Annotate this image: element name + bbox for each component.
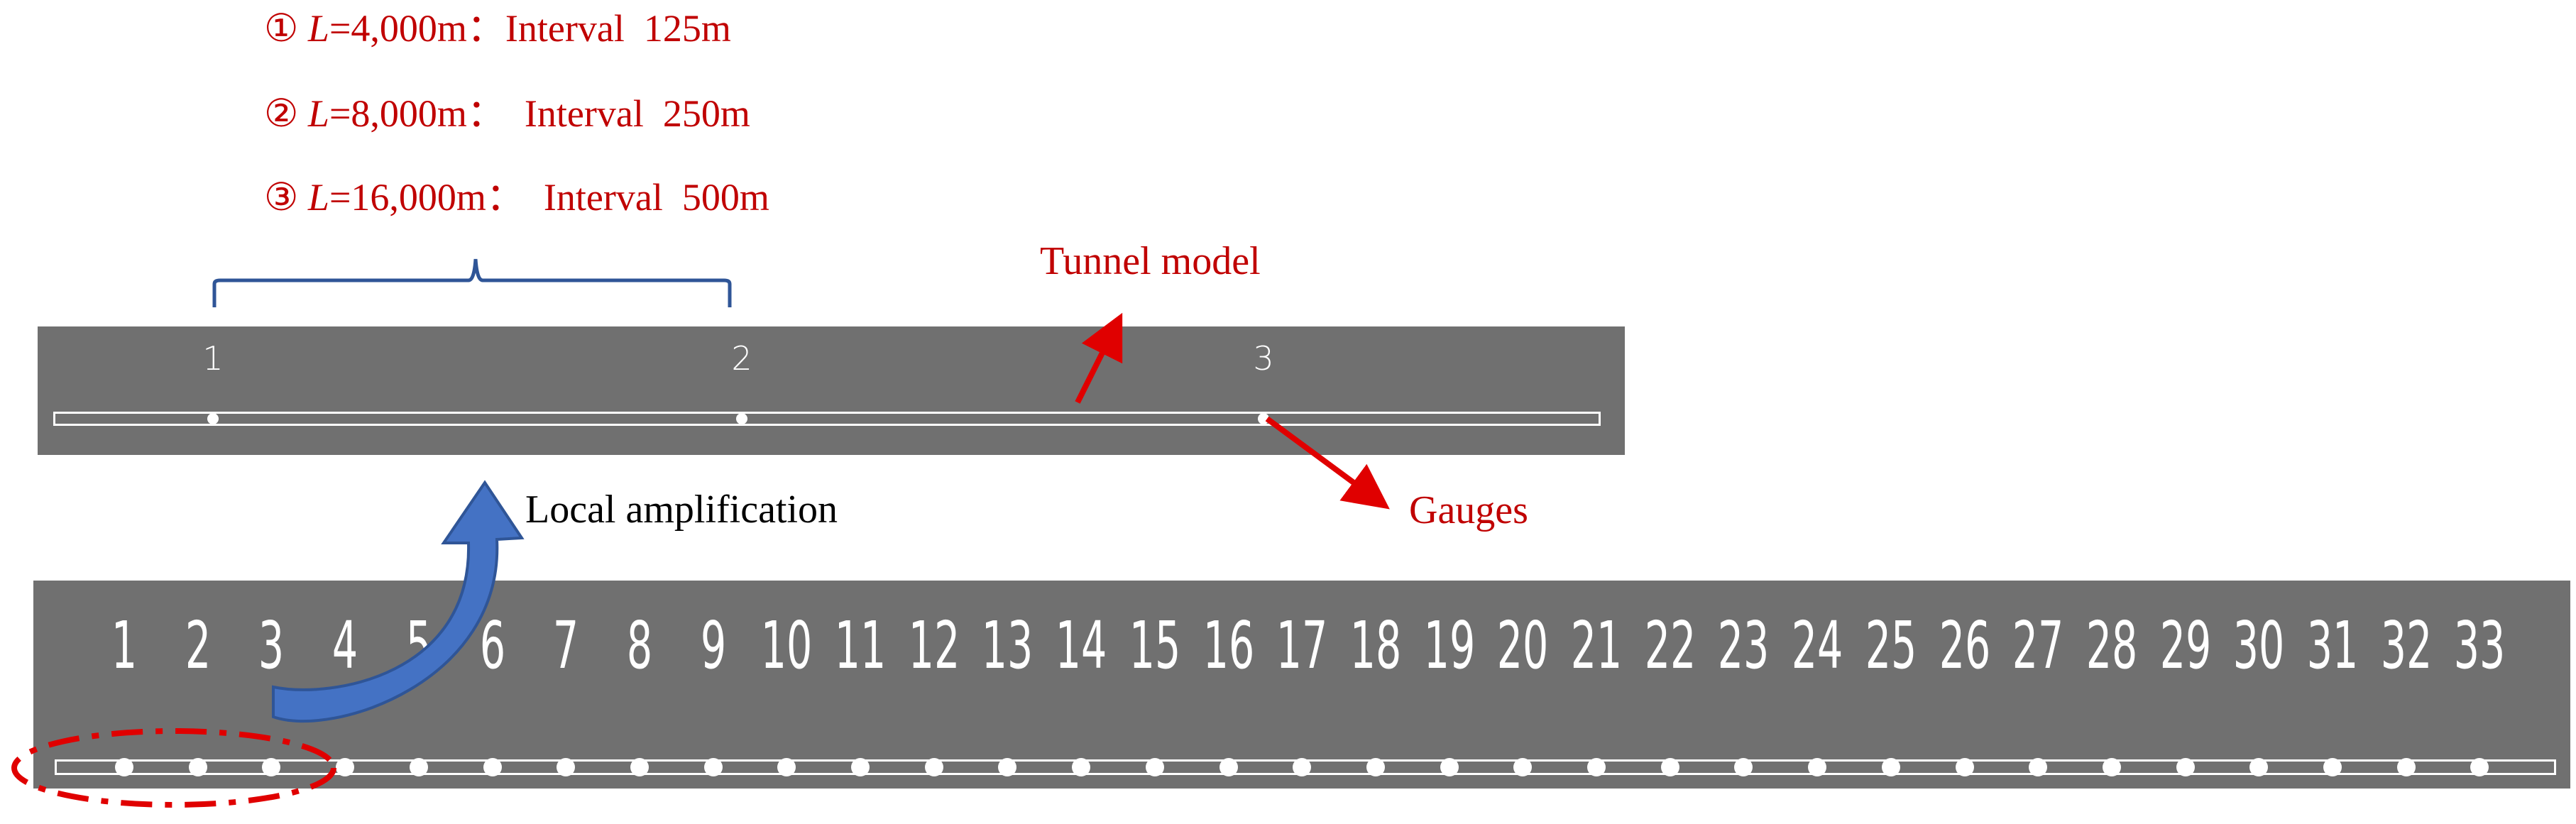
bottom-gauge-number: 8 (626, 608, 653, 683)
bottom-gauge-number: 13 (982, 608, 1034, 683)
bottom-gauge-number: 1 (111, 608, 138, 683)
bottom-gauge-number: 10 (761, 608, 813, 683)
bottom-gauge-number: 11 (834, 608, 887, 683)
top-gauge-dot (1258, 413, 1269, 424)
bottom-gauge-number: 19 (1423, 608, 1475, 683)
bottom-gauge-dot (1366, 758, 1385, 776)
bottom-gauge-dot (188, 758, 207, 776)
bottom-gauge-number: 22 (1644, 608, 1696, 683)
bottom-gauge-number: 20 (1497, 608, 1549, 683)
gauges-label: Gauges (1409, 488, 1528, 532)
legend-line-3: ③ L=16,000m： Interval 500m (264, 175, 769, 220)
legend-var-3: L (307, 176, 329, 219)
bottom-gauge-dot (2029, 758, 2048, 776)
bottom-gauge-dot (1587, 758, 1606, 776)
bottom-gauge-number: 25 (1865, 608, 1917, 683)
top-gauge-number: 3 (1253, 339, 1274, 378)
bottom-gauge-number: 18 (1349, 608, 1402, 683)
tunnel-model-panel: 1 2 3 (38, 326, 1625, 455)
bottom-gauge-dot (409, 758, 428, 776)
bottom-gauge-dot (2396, 758, 2416, 776)
bottom-gauge-number: 2 (185, 608, 211, 683)
legend-marker-3: ③ (264, 176, 299, 219)
bottom-gauge-dot (630, 758, 649, 776)
bottom-gauge-dot (1219, 758, 1238, 776)
bottom-gauge-dot (703, 758, 723, 776)
top-gauge-number: 2 (731, 339, 752, 378)
legend-text-2: =8,000m： Interval 250m (329, 92, 750, 135)
bottom-gauge-dot (1808, 758, 1827, 776)
bottom-gauge-number: 12 (908, 608, 960, 683)
interval-brace (212, 258, 732, 307)
bottom-gauge-dot (1955, 758, 1974, 776)
local-amplification-label: Local amplification (525, 488, 838, 532)
bottom-gauge-dot (1440, 758, 1459, 776)
bottom-gauge-number: 31 (2306, 608, 2359, 683)
bottom-gauge-dot (1660, 758, 1679, 776)
bottom-gauge-number: 17 (1276, 608, 1328, 683)
bottom-gauge-dot (1072, 758, 1091, 776)
bottom-gauge-dot (851, 758, 870, 776)
bottom-gauge-number: 5 (405, 608, 432, 683)
legend-marker-2: ② (264, 92, 299, 135)
bottom-gauge-number: 7 (553, 608, 579, 683)
bottom-gauge-dot (1881, 758, 1900, 776)
top-gauge-number: 1 (202, 339, 224, 378)
bottom-gauge-number: 27 (2012, 608, 2064, 683)
bottom-gauge-dot (336, 758, 355, 776)
tunnel-line (53, 412, 1601, 426)
bottom-gauge-number: 4 (331, 608, 358, 683)
bottom-gauge-number: 16 (1202, 608, 1254, 683)
legend-text-3: =16,000m： Interval 500m (329, 176, 769, 219)
bottom-gauge-dot (1513, 758, 1533, 776)
top-gauge-dot (736, 413, 747, 424)
bottom-gauge-number: 6 (479, 608, 505, 683)
bottom-gauge-number: 28 (2086, 608, 2138, 683)
legend-var-2: L (307, 92, 329, 135)
bottom-gauge-dot (1293, 758, 1312, 776)
bottom-gauge-dot (557, 758, 576, 776)
bottom-gauge-dot (1145, 758, 1164, 776)
tunnel-model-label: Tunnel model (1040, 239, 1261, 283)
bottom-gauge-dot (2176, 758, 2195, 776)
bottom-gauge-dot (483, 758, 502, 776)
bottom-gauge-number: 21 (1570, 608, 1623, 683)
bottom-gauge-number: 26 (1939, 608, 1990, 683)
bottom-gauge-number: 15 (1129, 608, 1181, 683)
bottom-gauge-dot (2249, 758, 2269, 776)
legend-line-2: ② L=8,000m： Interval 250m (264, 91, 750, 136)
bottom-gauge-dot (2102, 758, 2121, 776)
bottom-gauge-number: 29 (2159, 608, 2211, 683)
bottom-gauge-dot (2323, 758, 2342, 776)
top-gauge-dot (207, 413, 219, 424)
bottom-gauge-dot (777, 758, 796, 776)
bottom-gauge-dot (1734, 758, 1753, 776)
bottom-gauge-number: 9 (700, 608, 726, 683)
legend-var-1: L (307, 7, 329, 50)
bottom-gauge-number: 23 (1718, 608, 1770, 683)
bottom-gauge-dot (115, 758, 133, 776)
bottom-gauge-dot (998, 758, 1017, 776)
bottom-gauge-number: 33 (2454, 608, 2506, 683)
bottom-gauge-dot (2470, 758, 2489, 776)
legend-text-1: =4,000m：Interval 125m (329, 7, 731, 50)
legend-marker-1: ① (264, 7, 299, 50)
bottom-gauge-number: 30 (2233, 608, 2285, 683)
bottom-gauge-number: 32 (2380, 608, 2432, 683)
bottom-gauge-number: 14 (1055, 608, 1107, 683)
legend-line-1: ① L=4,000m：Interval 125m (264, 6, 731, 51)
bottom-gauge-number: 24 (1791, 608, 1843, 683)
bottom-gauge-dot (924, 758, 943, 776)
bottom-gauge-number: 3 (258, 608, 285, 683)
